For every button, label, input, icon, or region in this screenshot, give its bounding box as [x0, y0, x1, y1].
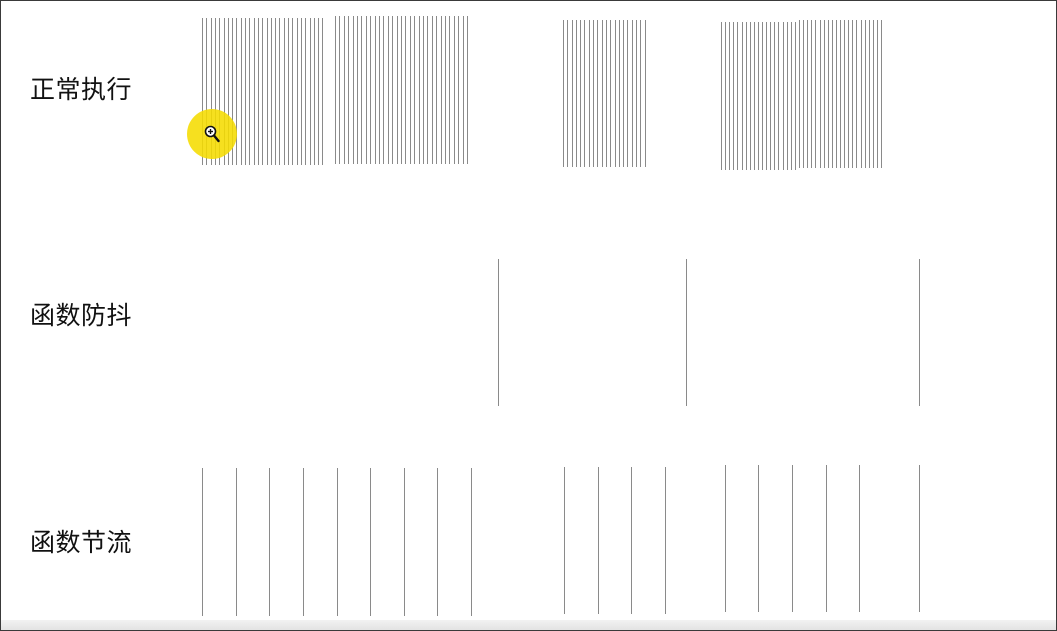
label-normal-execution: 正常执行: [30, 75, 133, 104]
bottom-edge: [1, 620, 1056, 630]
label-debounce: 函数防抖: [30, 301, 133, 330]
label-throttle: 函数节流: [30, 528, 133, 557]
cursor-highlight: [187, 109, 237, 159]
zoom-in-icon: [204, 125, 220, 143]
